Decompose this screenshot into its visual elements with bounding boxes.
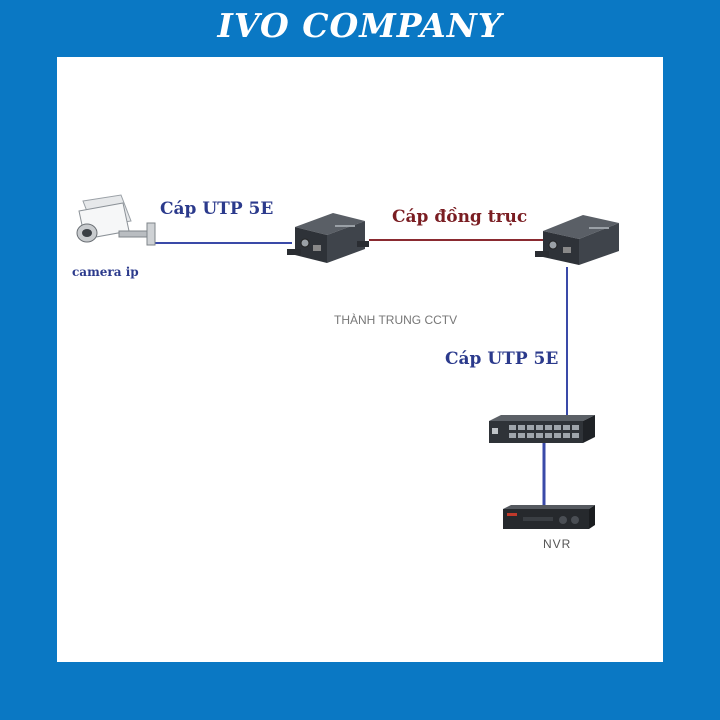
nvr-icon — [503, 505, 595, 529]
transmitter-icon — [287, 213, 369, 263]
receiver-icon — [535, 215, 619, 265]
camera-label: camera ip — [72, 265, 139, 279]
network-switch-icon — [489, 415, 595, 443]
nvr-label: NVR — [543, 537, 572, 551]
brand-title: IVO COMPANY — [217, 6, 503, 45]
connection-lines — [155, 239, 568, 505]
diagram-canvas: camera ip Cáp UTP 5E Cáp đồng trục — [57, 57, 663, 662]
cable-label-coax: Cáp đồng trục — [392, 207, 528, 227]
ip-camera-icon — [76, 194, 156, 246]
cable-label-utp-right: Cáp UTP 5E — [445, 349, 559, 369]
watermark-text: THÀNH TRUNG CCTV — [334, 313, 458, 327]
cable-label-utp-top: Cáp UTP 5E — [160, 199, 274, 219]
